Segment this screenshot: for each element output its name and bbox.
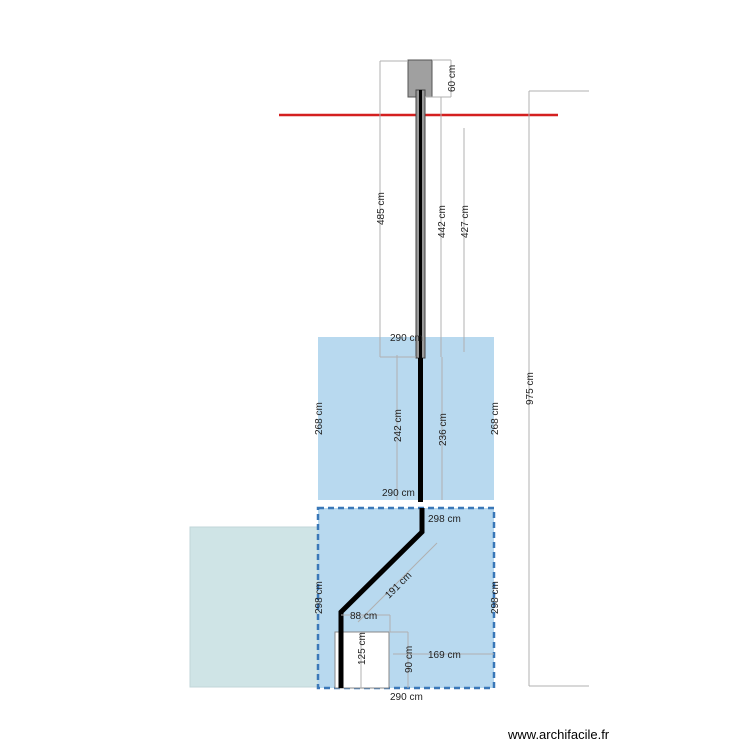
dim-line-485 <box>379 60 416 358</box>
dim-298-mid: 298 cm <box>428 514 461 525</box>
dim-line-442 <box>425 96 442 357</box>
dim-line-191 <box>357 542 438 623</box>
dim-975: 975 cm <box>525 372 536 405</box>
dim-298-right: 298 cm <box>490 581 501 614</box>
dim-242: 242 cm <box>393 409 404 442</box>
dim-290-bottom: 290 cm <box>390 692 423 703</box>
pipe-lower <box>338 508 425 688</box>
dim-line-88 <box>341 614 391 632</box>
dim-290-top: 290 cm <box>390 333 423 344</box>
dim-88: 88 cm <box>350 611 377 622</box>
dim-298-left: 298 cm <box>314 581 325 614</box>
dim-90: 90 cm <box>404 646 415 673</box>
dim-line-975 <box>528 90 589 687</box>
white-box <box>334 631 390 689</box>
dim-485: 485 cm <box>376 192 387 225</box>
dim-268-left: 268 cm <box>314 402 325 435</box>
dim-427: 427 cm <box>460 205 471 238</box>
top-room <box>318 337 494 500</box>
left-room <box>189 526 319 688</box>
dim-60: 60 cm <box>447 65 458 92</box>
dim-125: 125 cm <box>357 632 368 665</box>
dim-169: 169 cm <box>428 650 461 661</box>
dim-line-90 <box>389 631 409 688</box>
dim-442: 442 cm <box>437 205 448 238</box>
site-watermark: www.archifacile.fr <box>508 727 610 742</box>
dim-290-mid: 290 cm <box>382 488 415 499</box>
dim-236: 236 cm <box>438 413 449 446</box>
dim-268-right: 268 cm <box>490 402 501 435</box>
